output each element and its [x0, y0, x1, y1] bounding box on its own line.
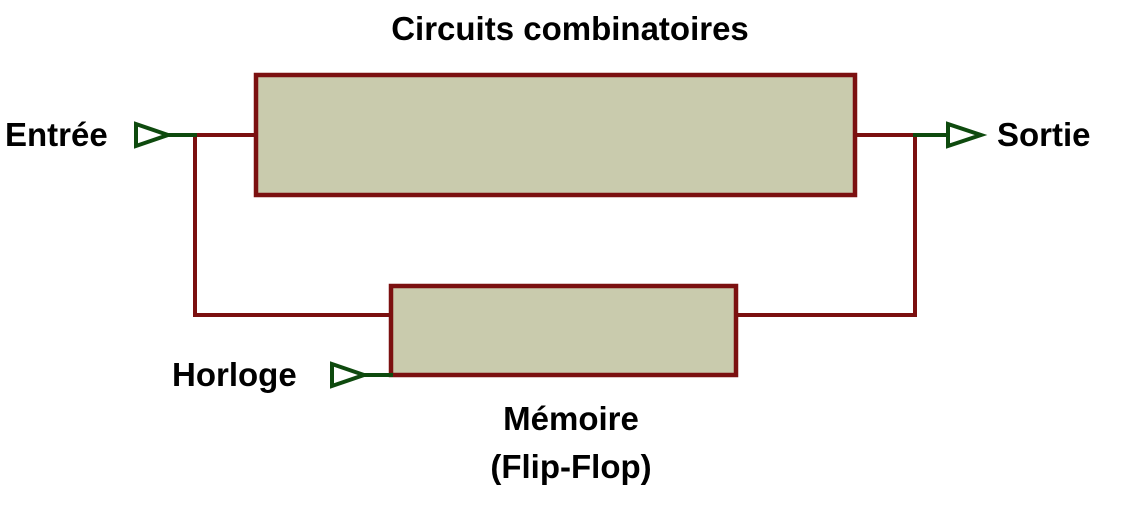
clock-label: Horloge [172, 356, 297, 393]
wires [193, 133, 917, 317]
combinational-block [253, 72, 858, 198]
wire-input-to-memory [193, 133, 393, 317]
memory-label: Mémoire [503, 400, 639, 437]
output-terminal-icon [946, 121, 988, 149]
memory-sublabel: (Flip-Flop) [490, 448, 651, 485]
input-label: Entrée [5, 116, 108, 153]
clock-terminal-icon [330, 361, 371, 389]
output-label: Sortie [997, 116, 1091, 153]
input-terminal-icon [134, 121, 175, 149]
memory-block [388, 283, 739, 378]
title-label: Circuits combinatoires [391, 10, 749, 47]
wire-memory-feedback [734, 133, 917, 317]
